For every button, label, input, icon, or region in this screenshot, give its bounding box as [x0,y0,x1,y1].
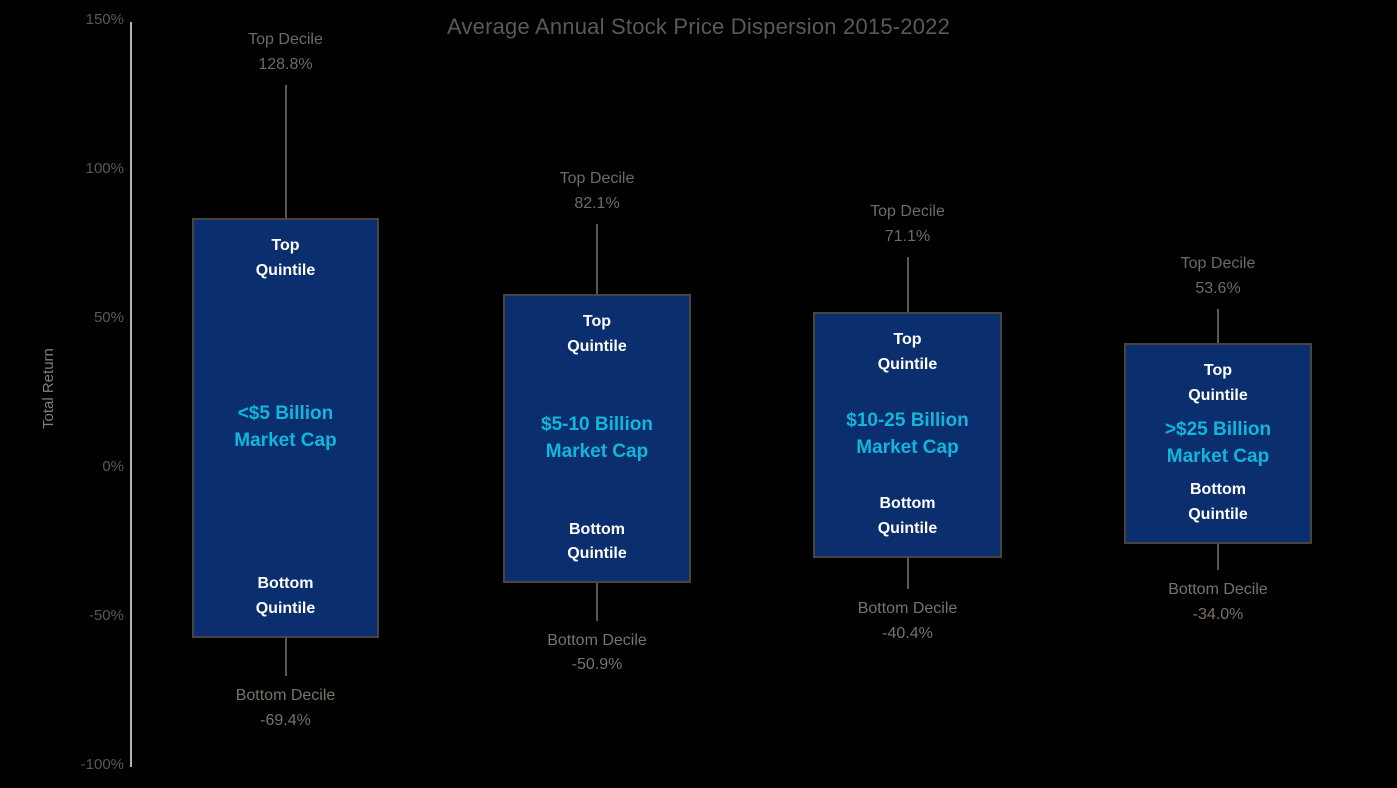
bottom-quintile-label: Bottom Quintile [255,575,316,618]
market-cap-label: $10-25 Billion Market Cap [846,410,969,459]
top-quintile-label: Top Quintile [567,313,627,355]
top-decile-name: Top Decile [559,170,635,188]
market-cap-label: $5-10 Billion Market Cap [541,413,653,462]
top-decile-value: 71.1% [884,227,931,245]
bottom-decile-name: Bottom Decile [547,631,647,649]
y-tick-label: 50% [93,309,124,326]
chart-title: Average Annual Stock Price Dispersion 20… [446,14,951,39]
box-group: Top Decile 82.1% Top Quintile $5-10 Billion… [503,0,691,788]
bottom-quintile-label: Bottom Quintile [877,495,938,538]
bottom-decile-name: Bottom Decile [235,686,336,704]
top-decile-value: 82.1% [574,195,620,213]
top-decile-label: Top Decile 82.1% [503,167,691,217]
box-group: Top Decile 53.6% Top Quintile >$25 Billion … [1124,0,1312,788]
top-decile-name: Top Decile [870,203,945,221]
lower-whisker [596,583,598,621]
top-decile-value: 128.8% [258,55,313,73]
y-tick-label: -100% [80,756,124,773]
top-quintile-label: Top Quintile [1188,361,1248,404]
bottom-decile-label: Bottom Decile -40.4% [813,597,1002,647]
y-tick-label: 100% [85,160,124,177]
lower-whisker [284,637,287,676]
bottom-decile-name: Bottom Decile [857,600,958,618]
lower-whisker [906,558,909,590]
y-axis-title: Total Return [40,348,57,429]
y-axis-line [130,22,132,767]
upper-whisker [596,224,598,295]
top-decile-label: Top Decile 128.8% [192,28,379,78]
upper-whisker [906,257,909,312]
y-tick-label: 150% [85,11,124,28]
top-decile-name: Top Decile [1180,255,1256,273]
bottom-quintile-label: Bottom Quintile [1188,481,1248,524]
bottom-decile-value: -34.0% [1192,606,1244,624]
top-decile-label: Top Decile 71.1% [813,200,1002,250]
upper-whisker [1217,309,1219,343]
y-tick-label: -50% [88,607,124,624]
bottom-decile-label: Bottom Decile -34.0% [1124,578,1312,628]
top-quintile-label: Top Quintile [877,330,938,373]
lower-whisker [1217,544,1219,571]
bottom-decile-value: -69.4% [260,711,311,729]
market-cap-label: <$5 Billion Market Cap [234,403,337,452]
bottom-decile-value: -40.4% [882,625,933,643]
y-tick-label: 0% [102,458,124,475]
bottom-decile-name: Bottom Decile [1168,581,1268,599]
bottom-decile-label: Bottom Decile -50.9% [503,629,691,679]
top-decile-value: 53.6% [1195,280,1241,298]
box-group: Top Decile 71.1% Top Quintile $10-25 Billio… [813,0,1002,788]
bottom-decile-value: -50.9% [571,656,623,674]
top-decile-name: Top Decile [248,31,323,49]
market-cap-label: >$25 Billion Market Cap [1164,418,1272,467]
bottom-decile-label: Bottom Decile -69.4% [192,684,379,734]
top-quintile-label: Top Quintile [255,237,316,279]
upper-whisker [284,85,287,219]
bottom-quintile-label: Bottom Quintile [567,520,627,563]
box-group: Top Decile 128.8% Top Quintile <$5 Billion … [192,0,379,788]
top-decile-label: Top Decile 53.6% [1124,252,1312,302]
